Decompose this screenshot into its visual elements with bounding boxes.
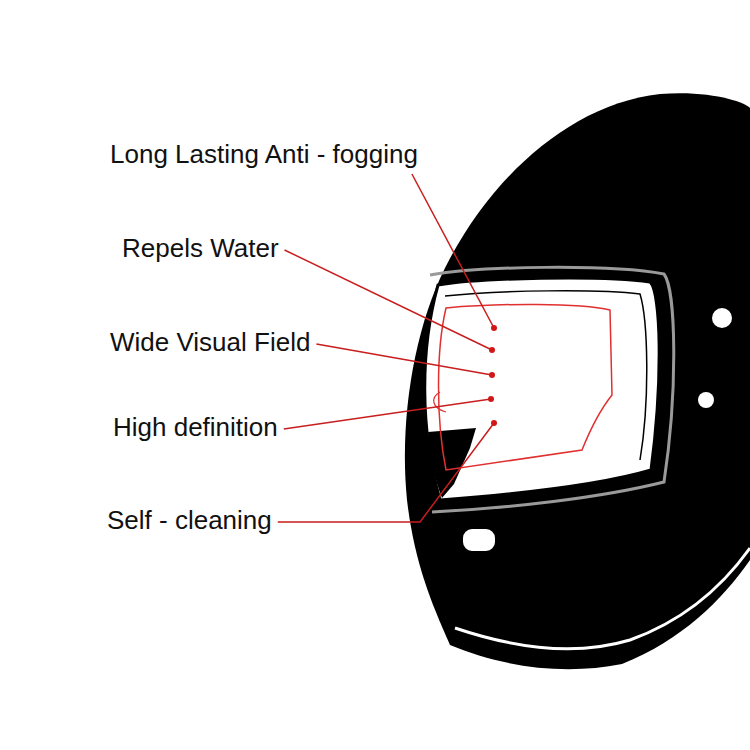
feature-label: Wide Visual Field	[110, 326, 310, 358]
visor	[425, 278, 659, 500]
visor-inner-line	[445, 291, 647, 460]
chin-inner-piece	[428, 428, 476, 498]
leader-line	[316, 344, 492, 375]
helmet-shell	[405, 93, 750, 669]
feature-label: High definition	[113, 411, 278, 443]
feature-label: Self - cleaning	[107, 504, 272, 536]
leader-line	[285, 250, 492, 350]
visor-pivot-lower	[698, 392, 714, 408]
leader-dot	[489, 372, 495, 378]
visor-pivot	[712, 308, 732, 328]
film-edge-curve	[434, 392, 446, 412]
leader-line	[284, 399, 491, 429]
leader-dot	[489, 347, 495, 353]
feature-label: Long Lasting Anti - fogging	[110, 138, 418, 170]
leader-dot	[491, 420, 497, 426]
anti-fog-film-outline	[439, 304, 613, 470]
chin-vent	[462, 528, 496, 552]
leader-line	[412, 174, 494, 328]
feature-label: Repels Water	[122, 232, 279, 264]
leader-line	[278, 423, 494, 522]
helmet-rim-line	[455, 548, 750, 649]
leader-dot	[488, 396, 494, 402]
leader-dot	[491, 325, 497, 331]
